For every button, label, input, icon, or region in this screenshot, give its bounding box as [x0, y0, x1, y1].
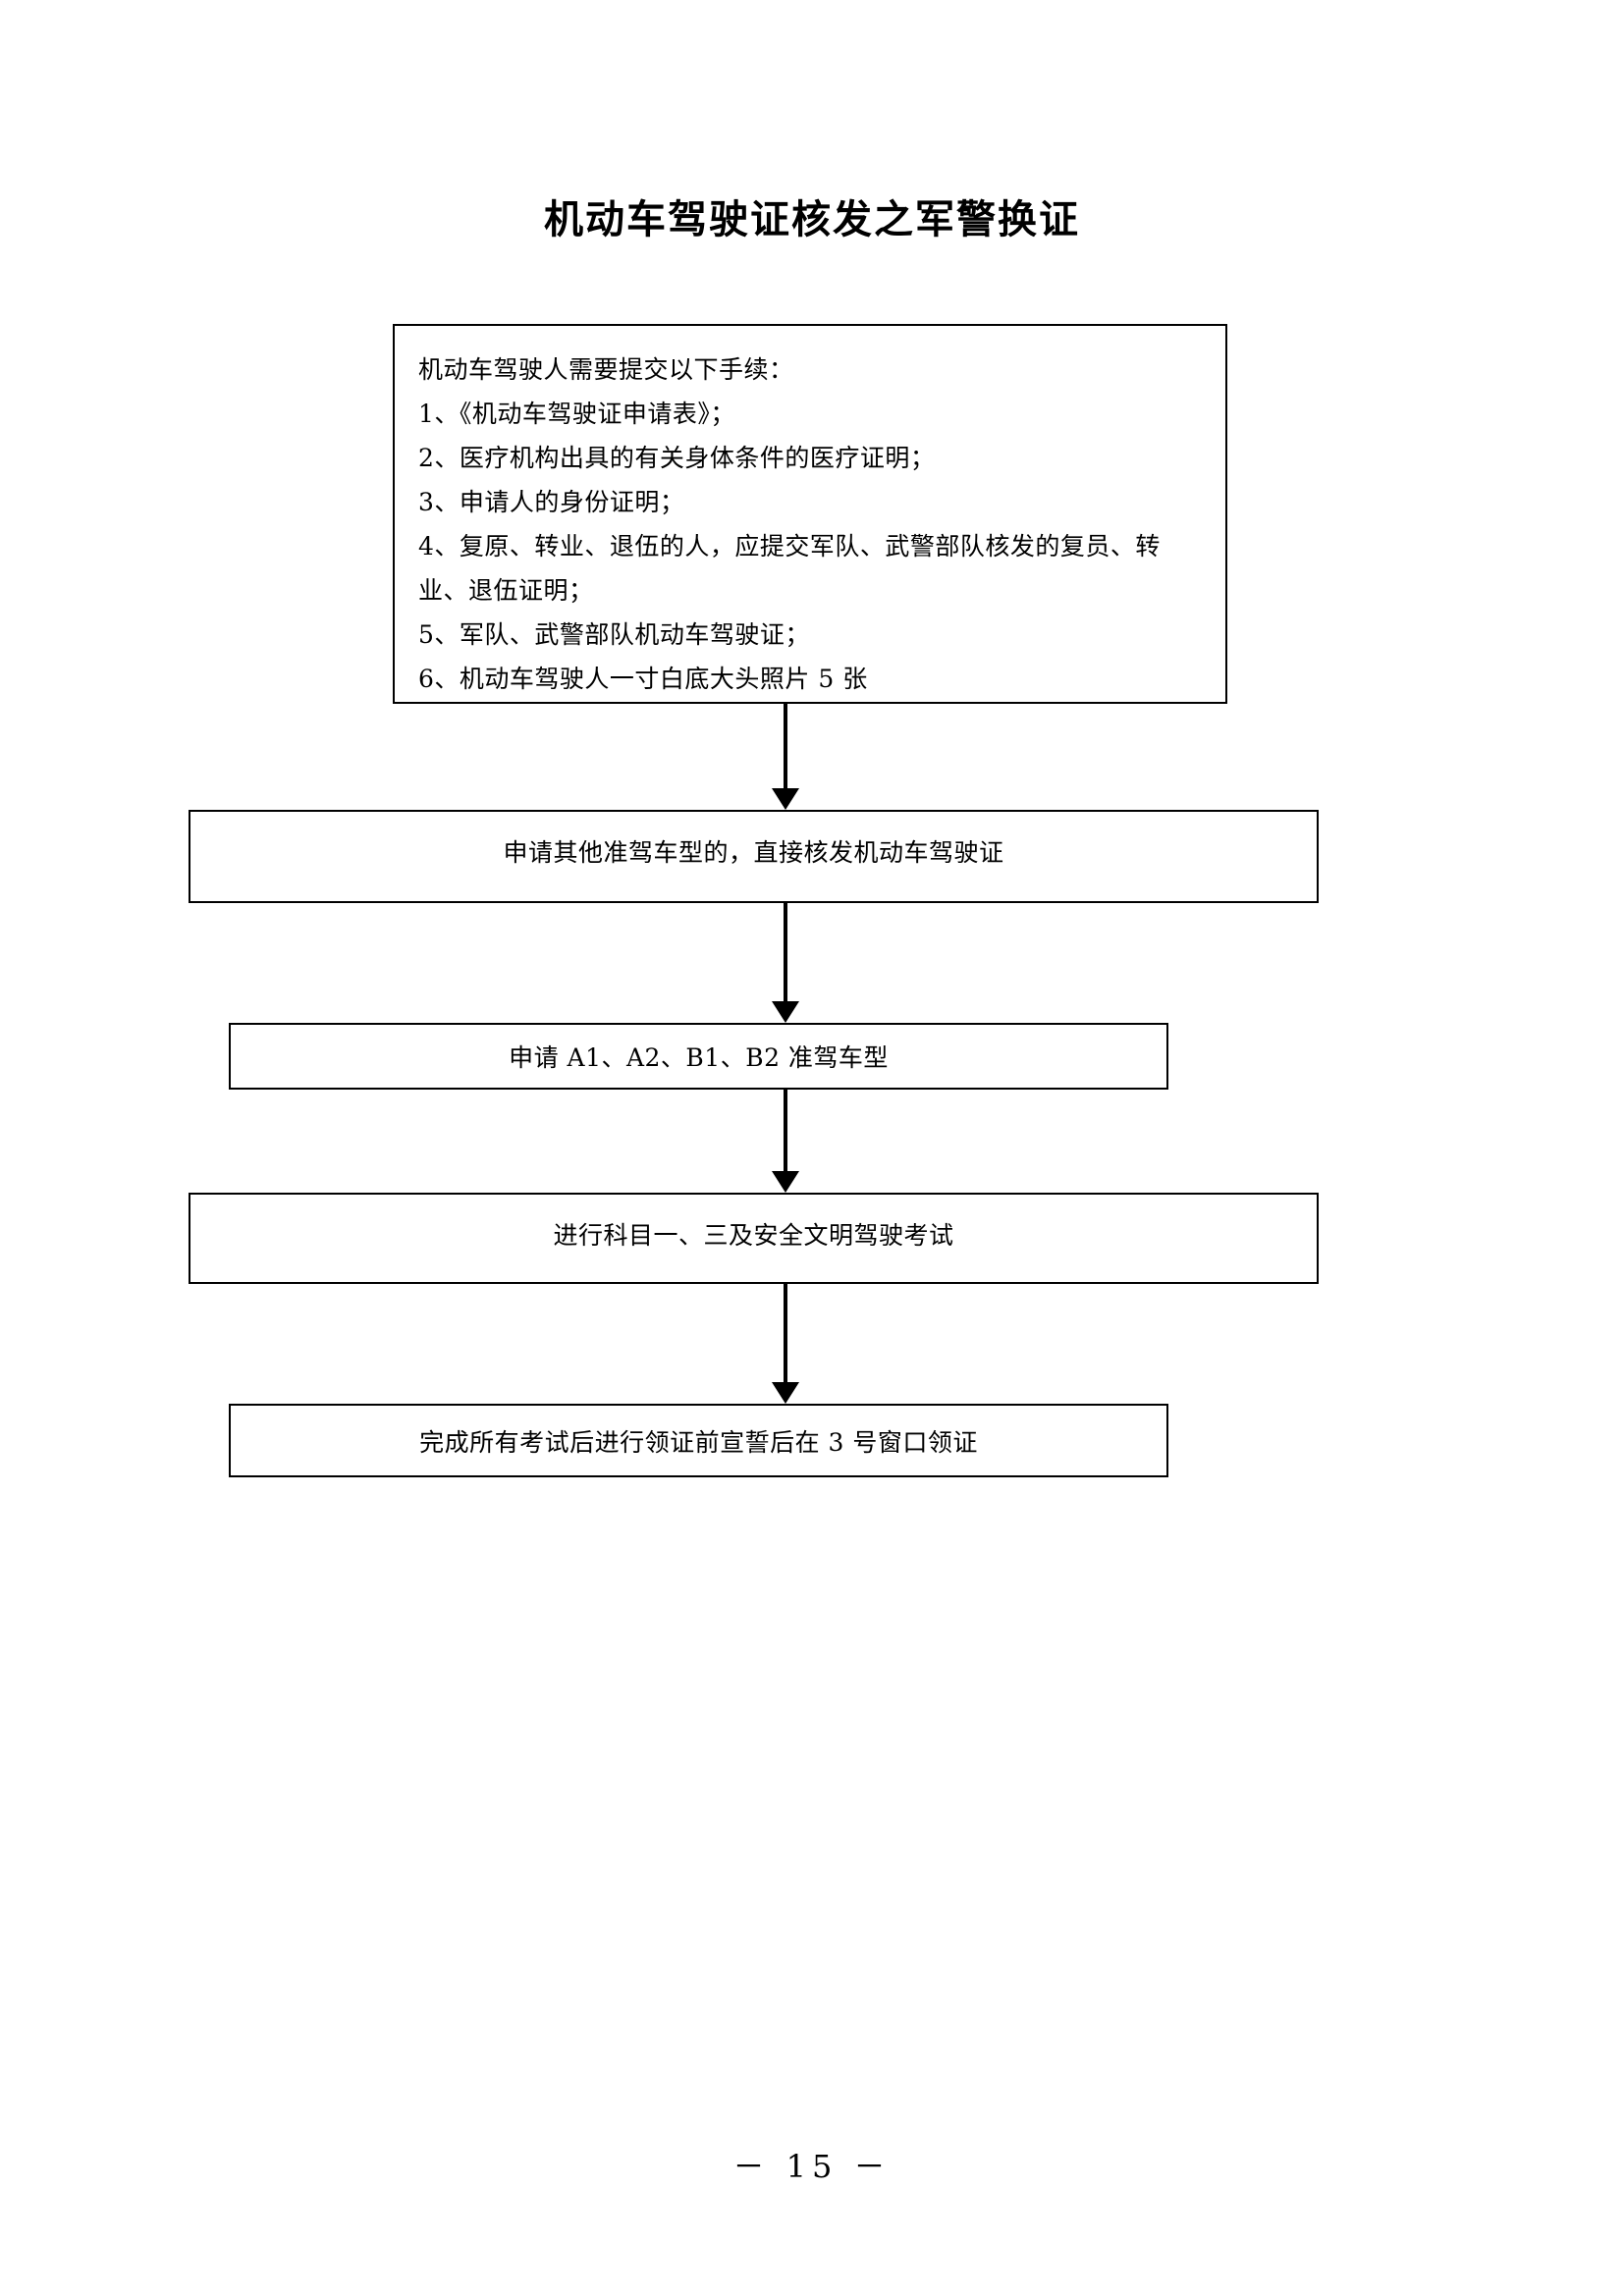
step-apply-vehicle-types-label: 申请 A1、A2、B1、B2 准驾车型 [509, 1043, 889, 1072]
arrow-down-icon-2 [772, 1001, 799, 1023]
requirement-item-5: 5、军队、武警部队机动车驾驶证； [418, 620, 810, 649]
requirements-box: 机动车驾驶人需要提交以下手续： 1、《机动车驾驶证申请表》； 2、医疗机构出具的… [393, 324, 1227, 704]
step-take-exams: 进行科目一、三及安全文明驾驶考试 [189, 1193, 1319, 1284]
requirement-item-2: 2、医疗机构出具的有关身体条件的医疗证明； [418, 444, 936, 472]
step-apply-vehicle-types: 申请 A1、A2、B1、B2 准驾车型 [229, 1023, 1168, 1090]
arrow-down-icon-3 [772, 1171, 799, 1193]
step-collect-license: 完成所有考试后进行领证前宣誓后在 3 号窗口领证 [229, 1404, 1168, 1477]
requirements-heading: 机动车驾驶人需要提交以下手续： [418, 355, 794, 384]
page-number: － 15 － [732, 2148, 892, 2185]
step-issue-other-license: 申请其他准驾车型的，直接核发机动车驾驶证 [189, 810, 1319, 903]
flow-connector-2 [784, 903, 787, 1001]
arrow-down-icon-1 [772, 788, 799, 810]
arrow-down-icon-4 [772, 1382, 799, 1404]
requirement-item-6: 6、机动车驾驶人一寸白底大头照片 5 张 [418, 665, 868, 693]
requirement-item-1: 1、《机动车驾驶证申请表》； [418, 400, 735, 428]
step-issue-other-license-label: 申请其他准驾车型的，直接核发机动车驾驶证 [503, 838, 1004, 867]
step-collect-license-label: 完成所有考试后进行领证前宣誓后在 3 号窗口领证 [419, 1428, 978, 1457]
requirement-item-3: 3、申请人的身份证明； [418, 488, 685, 516]
flow-connector-4 [784, 1284, 787, 1382]
page-title: 机动车驾驶证核发之军警换证 [544, 196, 1080, 242]
flow-connector-1 [784, 704, 787, 788]
requirement-item-4: 4、复原、转业、退伍的人，应提交军队、武警部队核发的复员、转业、退伍证明； [418, 532, 1161, 605]
flow-connector-3 [784, 1090, 787, 1171]
step-take-exams-label: 进行科目一、三及安全文明驾驶考试 [553, 1221, 954, 1250]
